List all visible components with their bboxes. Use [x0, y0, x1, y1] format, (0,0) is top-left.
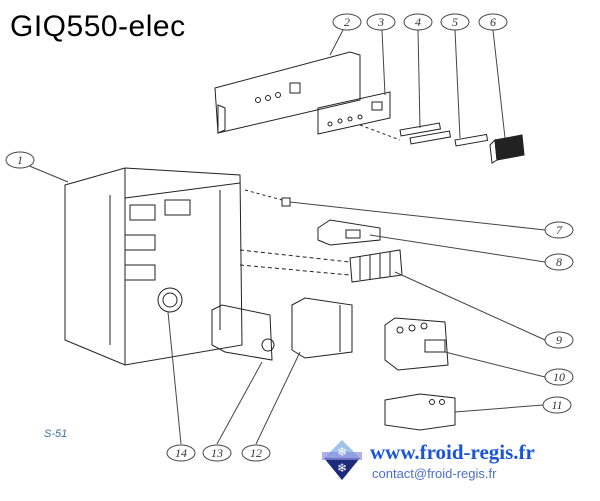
- callout-balloon: [544, 368, 574, 386]
- callout-number: 4: [415, 15, 421, 29]
- callout-9: 9: [544, 331, 574, 349]
- callout-balloon: [544, 331, 574, 349]
- callout-balloon: [241, 444, 271, 462]
- callout-number: 6: [490, 15, 496, 29]
- callout-1: 1: [5, 151, 35, 169]
- callout-number: 9: [556, 333, 562, 347]
- callout-number: 13: [211, 446, 223, 460]
- callout-4: 4: [403, 13, 433, 31]
- callout-balloon: [440, 13, 470, 31]
- callout-number: 14: [175, 446, 187, 460]
- part-13-thermostat: [211, 304, 275, 361]
- part-4-5-fuses: [359, 122, 489, 147]
- callout-14: 14: [166, 444, 196, 462]
- part-11-overload-relay: [384, 393, 456, 431]
- callout-number: 5: [452, 15, 458, 29]
- callout-13: 13: [202, 444, 232, 462]
- callout-balloon: [542, 396, 572, 414]
- callout-6: 6: [478, 13, 508, 31]
- callout-12: 12: [241, 444, 271, 462]
- callout-number: 10: [553, 370, 565, 384]
- callout-3: 3: [366, 13, 396, 31]
- callout-balloon: [202, 444, 232, 462]
- froid-regis-logo: ❄ ❄: [322, 440, 362, 480]
- part-8-relay: [317, 219, 381, 246]
- callout-number: 8: [556, 255, 562, 269]
- svg-text:❄: ❄: [337, 445, 347, 459]
- part-7-connector: [244, 189, 291, 207]
- callout-balloon: [332, 13, 362, 31]
- callout-number: 7: [556, 223, 563, 237]
- callout-number: 1: [17, 153, 23, 167]
- callout-number: 3: [377, 15, 384, 29]
- leader-lines: [26, 29, 546, 445]
- part-10-contactor: [384, 317, 449, 371]
- callout-balloon: [544, 253, 574, 271]
- website-link[interactable]: www.froid-regis.fr: [370, 440, 535, 464]
- callout-11: 11: [542, 396, 572, 414]
- callout-balloon: [5, 151, 35, 169]
- callout-8: 8: [544, 253, 574, 271]
- callout-balloon: [166, 444, 196, 462]
- part-1-cabinet: [64, 167, 243, 366]
- callout-number: 12: [250, 446, 262, 460]
- callout-10: 10: [544, 368, 574, 386]
- contact-email-link[interactable]: contact@froid-regis.fr: [372, 466, 497, 481]
- callout-number: 11: [551, 398, 562, 412]
- part-12-module: [291, 297, 353, 359]
- sheet-reference: S-51: [44, 428, 68, 440]
- callout-balloon: [544, 221, 574, 239]
- callout-5: 5: [440, 13, 470, 31]
- callout-number: 2: [344, 15, 350, 29]
- callout-balloon: [366, 13, 396, 31]
- svg-text:❄: ❄: [337, 461, 347, 475]
- part-9-terminal-block: [239, 249, 403, 283]
- part-6-switch: [489, 134, 525, 164]
- diagram-title: GIQ550-elec: [10, 10, 186, 43]
- part-2-panel: [214, 51, 361, 134]
- callout-balloon: [478, 13, 508, 31]
- callout-7: 7: [544, 221, 574, 239]
- callout-2: 2: [332, 13, 362, 31]
- callout-balloon: [403, 13, 433, 31]
- part-3-subpanel: [317, 91, 391, 135]
